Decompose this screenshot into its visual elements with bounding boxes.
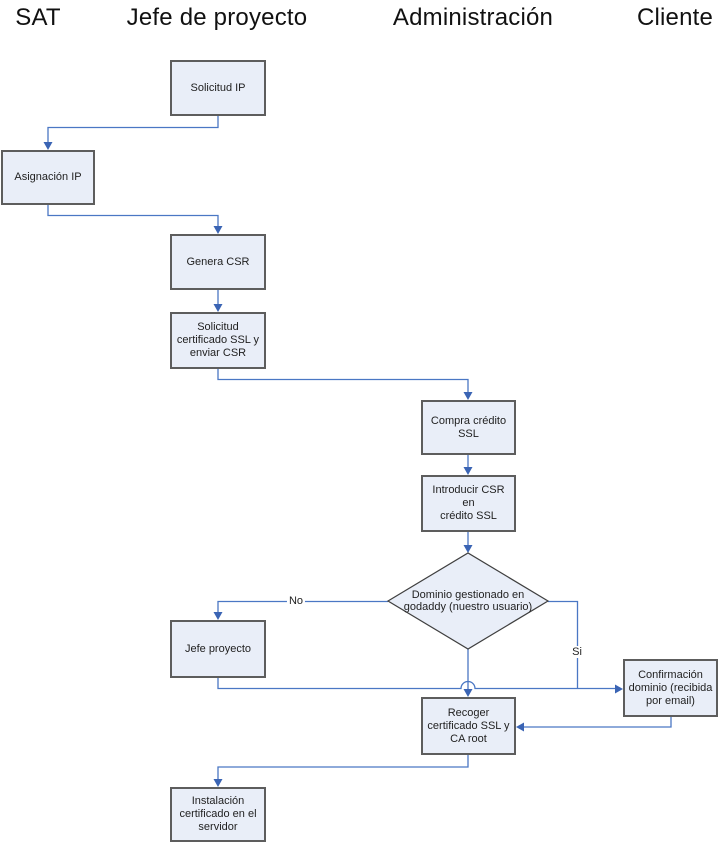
node-label: Introducir CSR en crédito SSL <box>432 484 505 522</box>
edge-label-si: Si <box>570 646 584 658</box>
connector-solicitud-to-asignacion <box>47 116 219 143</box>
decision-diamond-shape <box>386 552 550 650</box>
lane-header-cliente: Cliente <box>636 4 714 31</box>
arrowhead-into-genera <box>213 226 223 234</box>
node-confirmacion-dominio: Confirmación dominio (recibida por email… <box>623 659 718 717</box>
arrowhead-into-introducir <box>463 467 473 475</box>
node-label: Instalación certificado en el servidor <box>179 795 257 833</box>
node-label: Jefe proyecto <box>184 642 252 655</box>
lane-header-jefe-proyecto: Jefe de proyecto <box>126 4 308 31</box>
node-label: Compra crédito SSL <box>430 414 507 440</box>
connector-decision-no-to-jefe <box>217 600 388 613</box>
node-label: Solicitud IP <box>190 81 246 94</box>
arrowhead-into-compra <box>463 392 473 400</box>
node-instalacion-certificado: Instalación certificado en el servidor <box>170 787 266 842</box>
connector-asignacion-to-genera <box>47 205 219 227</box>
connector-confirmacion-to-recoger <box>523 717 672 728</box>
decision-diamond-label: Dominio gestionado en godaddy (nuestro u… <box>403 589 533 613</box>
arrowhead-into-jefe <box>213 612 223 620</box>
connector-recoger-to-instalacion <box>217 755 469 780</box>
node-label: Confirmación dominio (recibida por email… <box>628 668 713 707</box>
connector-jefe-to-confirmacion <box>217 678 616 690</box>
arrowhead-into-recoger-right <box>516 722 524 732</box>
node-label: Solicitud certificado SSL y enviar CSR <box>176 321 260 359</box>
node-solicitud-certificado: Solicitud certificado SSL y enviar CSR <box>170 312 266 369</box>
arrowhead-into-solicitudcert <box>213 304 223 312</box>
connector-solicitudcert-to-compra <box>217 369 469 393</box>
node-jefe-proyecto: Jefe proyecto <box>170 620 266 678</box>
node-label: Recoger certificado SSL y CA root <box>427 706 510 745</box>
lane-header-administracion: Administración <box>392 4 554 31</box>
arrowhead-into-recoger-top <box>463 689 473 697</box>
arrowhead-into-confirmacion <box>615 684 623 694</box>
node-label: Genera CSR <box>186 255 250 268</box>
node-asignacion-ip: Asignación IP <box>1 150 95 205</box>
arrowhead-into-asignacion <box>43 142 53 150</box>
edge-label-no: No <box>286 595 306 607</box>
node-recoger-certificado: Recoger certificado SSL y CA root <box>421 697 516 755</box>
node-solicitud-ip: Solicitud IP <box>170 60 266 116</box>
arrowhead-into-instalacion <box>213 779 223 787</box>
lane-header-sat: SAT <box>15 4 61 31</box>
node-compra-credito: Compra crédito SSL <box>421 400 516 455</box>
node-label: Asignación IP <box>14 171 82 183</box>
node-genera-csr: Genera CSR <box>170 234 266 290</box>
arrowhead-into-decision <box>463 545 473 553</box>
connector-decision-si-branch <box>548 600 579 689</box>
node-introducir-csr: Introducir CSR en crédito SSL <box>421 475 516 532</box>
